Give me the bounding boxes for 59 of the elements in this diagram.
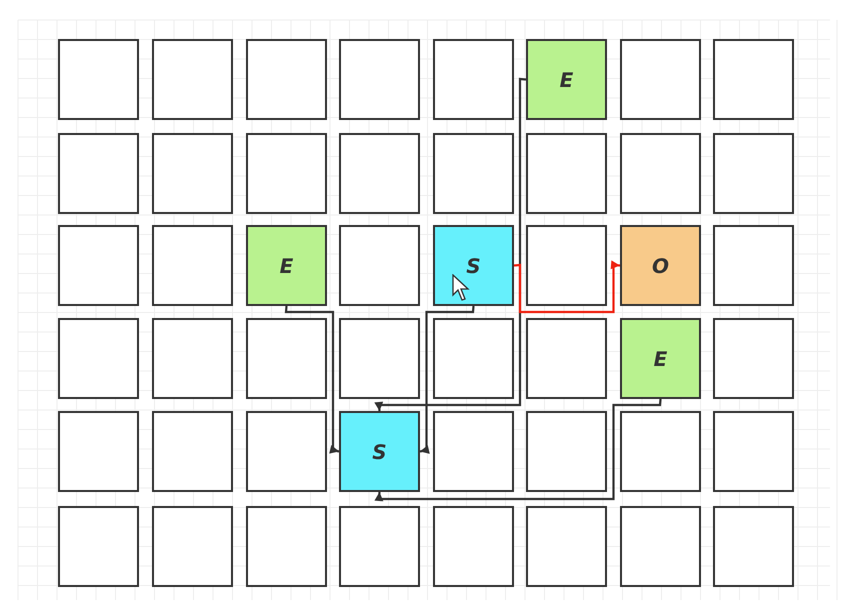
grid-cell xyxy=(152,133,233,214)
grid-cell xyxy=(433,318,514,399)
grid-cell xyxy=(58,506,139,587)
grid-cell xyxy=(713,133,794,214)
grid-cell xyxy=(152,506,233,587)
grid-cell xyxy=(433,506,514,587)
grid-cell xyxy=(713,39,794,120)
grid-cell xyxy=(713,506,794,587)
grid-cell xyxy=(152,225,233,306)
grid-cell xyxy=(433,39,514,120)
grid-cell xyxy=(339,39,420,120)
cell-letter: S xyxy=(466,254,481,278)
grid-cell xyxy=(339,225,420,306)
grid-cell xyxy=(246,225,327,306)
grid-cell xyxy=(620,39,701,120)
grid-cell xyxy=(58,411,139,492)
grid-cell xyxy=(526,39,607,120)
grid-cell xyxy=(339,133,420,214)
grid-cell xyxy=(713,225,794,306)
grid-cell xyxy=(526,506,607,587)
arrow xyxy=(374,78,526,412)
grid-cell xyxy=(713,318,794,399)
grid-cell xyxy=(58,133,139,214)
grid-cell xyxy=(526,225,607,306)
grid-cell xyxy=(620,411,701,492)
grid-cell xyxy=(433,133,514,214)
grid-cell xyxy=(246,39,327,120)
grid-cell xyxy=(620,225,701,306)
cell-letter: E xyxy=(280,254,294,278)
grid-cell xyxy=(58,39,139,120)
grid-cell xyxy=(246,133,327,214)
grid-cell xyxy=(152,39,233,120)
grid-cell xyxy=(620,506,701,587)
grid-cell xyxy=(152,411,233,492)
grid-cell xyxy=(620,318,701,399)
grid-cell xyxy=(339,411,420,492)
grid-cell xyxy=(58,318,139,399)
grid-cell xyxy=(713,411,794,492)
cell-letter: O xyxy=(652,254,669,278)
grid-cell xyxy=(58,225,139,306)
cell-letter: E xyxy=(654,346,668,370)
arrow xyxy=(284,306,340,454)
grid-cell xyxy=(620,133,701,214)
grid-cell xyxy=(246,411,327,492)
grid-cell xyxy=(246,506,327,587)
arrow xyxy=(374,398,662,502)
grid-cell xyxy=(433,225,514,306)
grid-cell xyxy=(339,318,420,399)
arrow xyxy=(514,260,620,314)
grid-cell xyxy=(246,318,327,399)
grid-cell xyxy=(526,133,607,214)
arrow xyxy=(420,306,475,454)
cell-letter: S xyxy=(372,440,387,464)
grid-cell xyxy=(526,411,607,492)
grid-cell xyxy=(433,411,514,492)
grid-cell xyxy=(526,318,607,399)
grid-cell xyxy=(152,318,233,399)
grid-cell xyxy=(339,506,420,587)
cell-letter: E xyxy=(560,68,574,92)
